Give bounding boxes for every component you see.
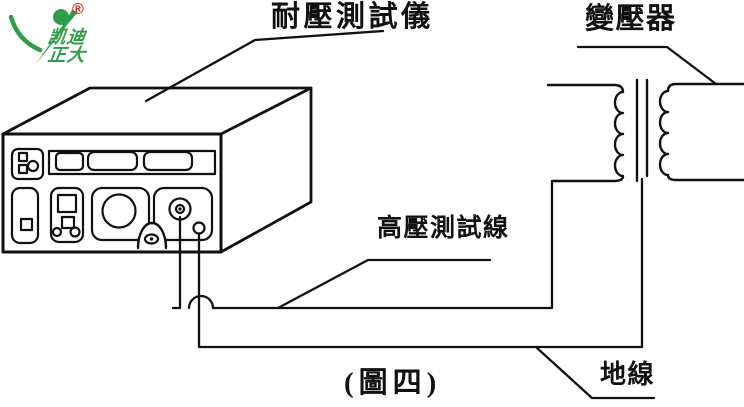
power-switch-panel (10, 186, 40, 245)
ground-wire (197, 177, 644, 349)
selector-key (60, 215, 76, 230)
label-hv-test-line: 高壓測試線 (377, 215, 510, 242)
cluster-key-2 (17, 163, 29, 175)
logo-body-swoosh (36, 10, 78, 64)
logo-head-dot (53, 9, 69, 25)
indicator-window-1 (54, 151, 85, 172)
pointer-lines (144, 29, 718, 400)
registered-trademark-symbol: ® (72, 1, 84, 18)
hv-output-terminal-inner (174, 203, 186, 215)
hv-terminal-wire (171, 215, 182, 310)
brand-logo: ® 凯迪 正大 (8, 0, 118, 70)
wire-hop (187, 294, 215, 310)
tester-pointer-line (144, 29, 385, 103)
label-withstand-voltage-tester: 耐壓測試儀 (271, 1, 434, 33)
indicator-window-2 (86, 150, 139, 172)
ground-pointer-line (535, 346, 656, 400)
control-cluster-top-left (10, 147, 45, 181)
secondary-winding (658, 82, 744, 182)
figure-caption: (圖四) (344, 367, 442, 399)
probe-holder (136, 221, 168, 250)
cluster-key-1 (17, 151, 29, 163)
ground-terminal (192, 221, 206, 235)
selector-light-2 (69, 226, 81, 238)
wires (171, 177, 644, 349)
hv-line-pointer-line (276, 258, 492, 310)
tester-device-drawing (1, 86, 313, 254)
probe-holder-dot (149, 237, 154, 241)
transformer-symbol (546, 78, 744, 183)
label-ground-line: 地線 (600, 360, 656, 389)
hv-test-wire (211, 179, 556, 310)
selector-panel (49, 186, 85, 244)
logo-arm-swoosh (8, 14, 43, 53)
primary-winding (546, 83, 625, 183)
transformer-pointer-line (576, 45, 718, 86)
power-switch (19, 217, 34, 232)
meter-panel (90, 186, 151, 242)
tester-right-face (219, 86, 313, 254)
hv-output-terminal-dot (178, 207, 182, 211)
voltage-meter-dial (101, 193, 137, 229)
probe-holder-eye (143, 233, 160, 245)
brand-logo-figure (8, 9, 78, 64)
brand-name-line2: 正大 (46, 45, 88, 65)
cluster-knob (26, 159, 40, 173)
selector-light-1 (51, 226, 63, 238)
tester-top-face (1, 86, 313, 136)
brand-name-line1: 凯迪 (46, 27, 88, 47)
tester-front-face (1, 132, 223, 254)
tester-front-panel (10, 147, 217, 250)
selector-window (56, 193, 78, 214)
indicator-window-3 (142, 150, 194, 172)
core-lines (635, 78, 649, 183)
label-transformer: 變壓器 (585, 3, 677, 35)
